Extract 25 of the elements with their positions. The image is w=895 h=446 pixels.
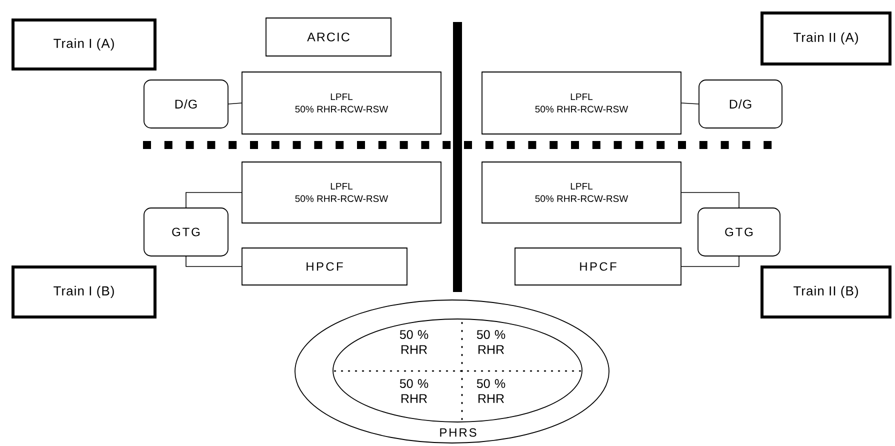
- system-box: HPCF: [514, 248, 682, 286]
- connector-line: [681, 102, 699, 104]
- quadrant-label: 50 % RHR: [400, 379, 428, 403]
- connector-line: [186, 192, 242, 208]
- rounded-box: D/G: [144, 80, 228, 128]
- connector-line: [681, 256, 740, 267]
- connector-line: [186, 256, 242, 267]
- connector-line: [681, 192, 740, 208]
- system-box: LPFL 50% RHR-RCW-RSW: [482, 162, 682, 224]
- system-box: HPCF: [242, 248, 408, 286]
- system-box: LPFL 50% RHR-RCW-RSW: [482, 72, 682, 134]
- quadrant-label: 50 % RHR: [476, 379, 506, 403]
- system-box: LPFL 50% RHR-RCW-RSW: [242, 162, 442, 224]
- rounded-box: GTG: [698, 208, 780, 256]
- system-box: LPFL 50% RHR-RCW-RSW: [242, 72, 442, 134]
- quadrant-label: 50 % RHR: [476, 330, 506, 354]
- quadrant-label: 50 % RHR: [400, 330, 428, 354]
- train-box: Train II (A): [760, 12, 892, 66]
- system-box: ARCIC: [266, 18, 392, 56]
- rounded-box: D/G: [698, 80, 782, 128]
- train-box: Train II (B): [760, 266, 892, 318]
- rounded-box: GTG: [144, 208, 228, 256]
- train-box: Train I (A): [12, 18, 156, 70]
- train-box: Train I (B): [12, 266, 156, 318]
- connector-line: [228, 102, 242, 104]
